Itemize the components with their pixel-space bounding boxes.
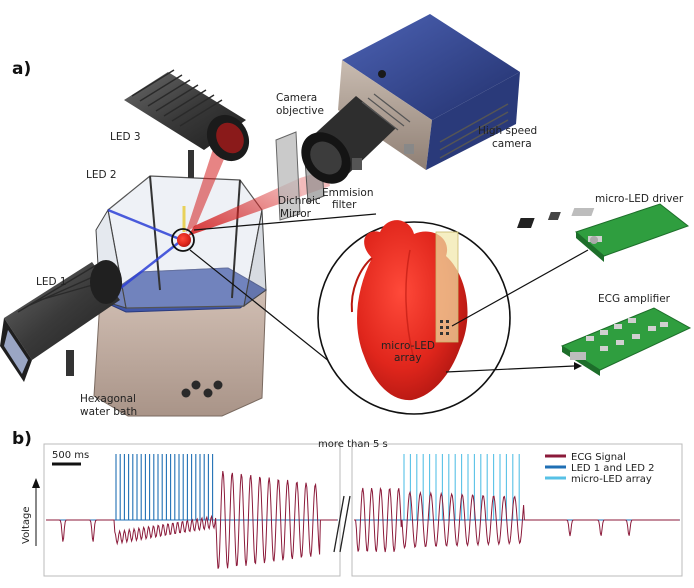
break-mark-1 [333,495,345,553]
label-water-bath-1: Hexagonal [80,393,136,405]
trace-panel: more than 5 s 500 ms Voltage ECG Signal … [21,439,683,577]
led-3 [124,69,250,178]
legend: ECG Signal LED 1 and LED 2 micro-LED arr… [545,452,654,485]
heart-small [177,233,191,247]
voltage-axis-arrow [32,478,40,488]
legend-label-microled: micro-LED array [571,474,652,485]
high-speed-camera [301,14,520,184]
micro-led-driver-board [517,203,690,262]
label-emission-2: filter [332,199,357,211]
ecg-trace-left [46,471,338,569]
amplifier-arrow-head [574,362,582,370]
break-mark-2 [339,495,351,553]
led-1 [0,260,122,382]
legend-label-led12: LED 1 and LED 2 [571,463,654,474]
label-emission-1: Emmision [322,187,373,199]
ecg-amplifier-board [560,307,692,376]
led12-pulses [115,454,214,520]
zoom-line-top [193,213,377,231]
label-micro-led-array-2: array [394,352,422,364]
label-micro-led-driver: micro-LED driver [595,193,684,205]
label-led2: LED 2 [86,169,117,181]
label-camera-objective-1: Camera [276,92,317,104]
dichroic-mirror [275,131,301,221]
label-ecg-amplifier: ECG amplifier [598,293,671,305]
trace-box-right [351,443,683,577]
label-led1: LED 1 [36,276,67,288]
voltage-axis-label: Voltage [21,506,32,544]
label-water-bath-2: water bath [80,406,137,418]
scale-bar-label: 500 ms [52,450,89,461]
ecg-signal [46,471,680,569]
label-dichroic-1: Dichroic [278,195,321,207]
label-dichroic-2: Mirror [280,208,312,220]
label-led3: LED 3 [110,131,141,143]
magnified-heart-view [317,220,511,415]
magnifier-ring [171,228,195,252]
driver-connection-line [451,249,589,327]
panel-label-a: a) [12,59,31,79]
panel-label-b: b) [12,429,32,449]
label-micro-led-array-1: micro-LED [381,340,435,352]
label-high-speed-2: camera [492,138,532,150]
break-label: more than 5 s [318,439,388,450]
ecg-trace-right [354,486,680,553]
label-camera-objective-2: objective [276,105,324,117]
amplifier-connection-line [445,365,575,373]
legend-label-ecg: ECG Signal [571,452,626,463]
label-high-speed-1: High speed [478,125,537,137]
